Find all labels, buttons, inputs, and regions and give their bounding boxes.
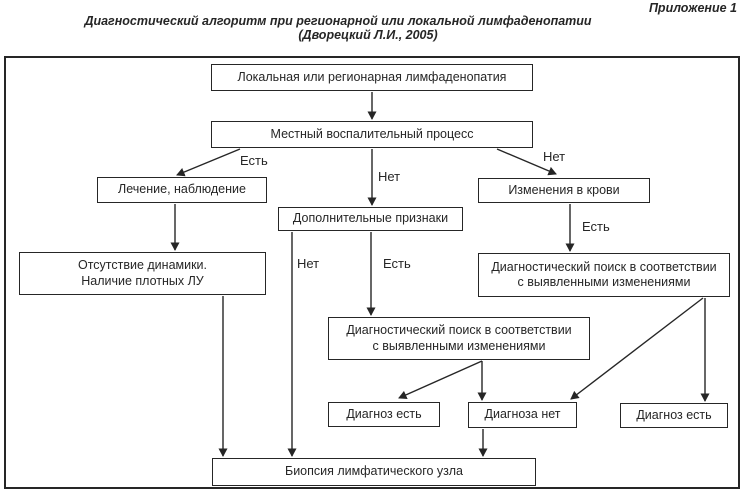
node-blood-changes: Изменения в крови — [478, 178, 650, 203]
node-treatment-observation: Лечение, наблюдение — [97, 177, 267, 203]
node-diagnosis-found-mid: Диагноз есть — [328, 402, 440, 427]
edge-diagnostic-search-blood-to-diagnosis-not-found — [570, 297, 704, 400]
edge-label-inflammation-no-down: Нет — [378, 169, 401, 184]
node-label: Биопсия лимфатического узла — [285, 464, 463, 479]
node-label-line2: с выявленными изменениями — [517, 275, 691, 289]
node-label: Местный воспалительный процесс — [270, 126, 474, 141]
node-label-line1: Отсутствие динамики. — [77, 258, 208, 272]
edge-label-blood-changes-yes: Есть — [582, 219, 610, 234]
node-label-line1: Диагностический поиск в соответствии — [491, 259, 717, 274]
node-label: Диагноз есть — [636, 407, 712, 422]
node-label: Диагноза нет — [484, 407, 561, 422]
edge-label-inflammation-no-right: Нет — [543, 149, 566, 164]
node-local-regional-lymphadenopathy: Локальная или регионарная лимфаденопатия — [211, 64, 533, 91]
appendix-label: Приложение 1 — [648, 1, 737, 15]
node-label: Дополнительные признаки — [292, 211, 449, 226]
edge-diagnostic-search-signs-to-diagnosis-found — [398, 360, 483, 400]
node-diagnostic-search-signs: Диагностический поиск в соответствии с в… — [328, 317, 590, 360]
node-diagnosis-found-right: Диагноз есть — [620, 403, 728, 428]
node-additional-signs: Дополнительные признаки — [278, 207, 463, 231]
node-biopsy: Биопсия лимфатического узла — [212, 458, 536, 486]
node-label: Локальная или регионарная лимфаденопатия — [237, 69, 507, 84]
node-label-line1: Диагностический поиск в соответствии — [346, 323, 572, 337]
node-diagnostic-search-blood: Диагностический поиск в соответствии с в… — [478, 253, 730, 297]
page-title-line-2: (Дворецкий Л.И., 2005) — [298, 28, 438, 42]
node-label: Изменения в крови — [508, 182, 620, 197]
node-no-dynamics: Отсутствие динамики. Наличие плотных ЛУ — [19, 252, 266, 295]
node-label-line2: Наличие плотных ЛУ — [81, 273, 204, 288]
page-title-line-1: Диагностический алгоритм при регионарной… — [84, 14, 592, 28]
node-label: Лечение, наблюдение — [118, 182, 246, 197]
edge-inflammatory-process-to-blood-changes — [496, 148, 557, 176]
node-local-inflammatory-process: Местный воспалительный процесс — [211, 121, 533, 148]
node-label: Диагноз есть — [346, 406, 422, 421]
edge-label-additional-signs-no: Нет — [297, 256, 320, 271]
node-label-line2: с выявленными изменениями — [372, 338, 546, 353]
edge-label-additional-signs-yes: Есть — [383, 256, 411, 271]
edge-inflammatory-process-to-treatment — [176, 148, 241, 177]
edge-label-inflammation-yes: Есть — [240, 153, 268, 168]
node-diagnosis-not-found: Диагноза нет — [468, 402, 577, 428]
